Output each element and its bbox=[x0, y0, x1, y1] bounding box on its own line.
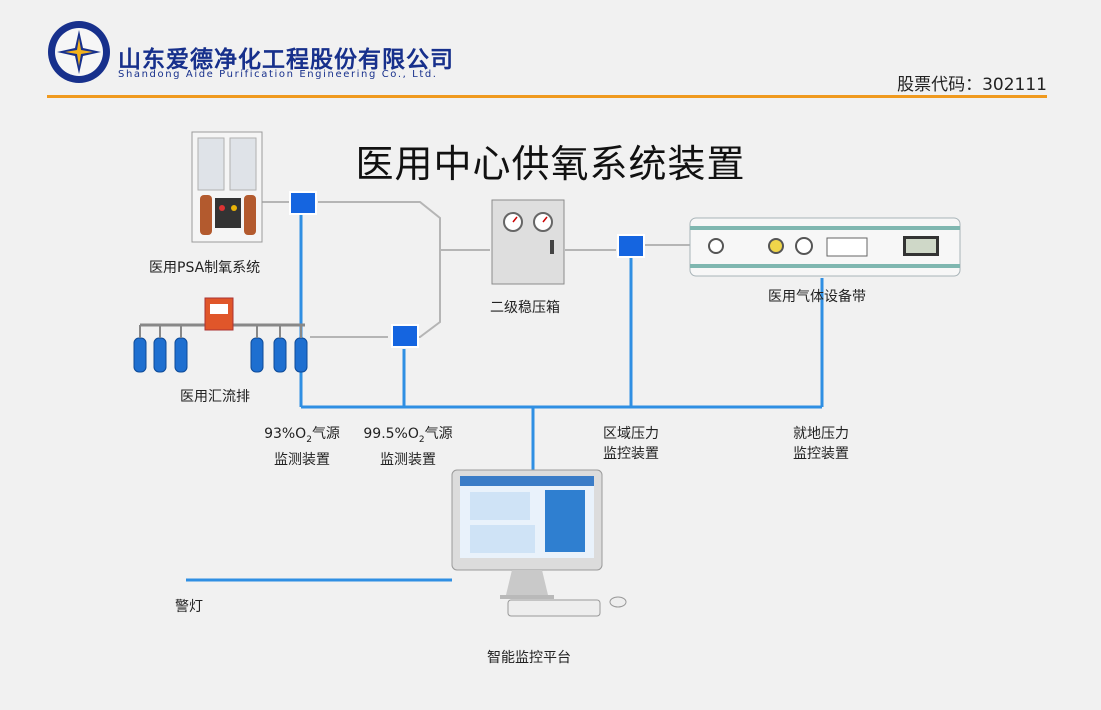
monitoring-platform-image bbox=[451, 469, 627, 617]
company-name-cn: 山东爱德净化工程股份有限公司 bbox=[118, 47, 454, 73]
label-monitor-local: 就地压力 监控装置 bbox=[793, 426, 849, 462]
monitoring-lines bbox=[186, 214, 824, 582]
header-divider bbox=[47, 95, 1047, 98]
pipelines bbox=[260, 201, 690, 338]
label-regulator: 二级稳压箱 bbox=[490, 300, 560, 316]
stock-code: 股票代码：302111 bbox=[897, 75, 1047, 95]
label-monitor-93: 93%O2气源 监测装置 bbox=[264, 426, 340, 468]
monitor-node-995 bbox=[391, 324, 419, 348]
gas-band-image bbox=[689, 217, 961, 277]
label-manifold: 医用汇流排 bbox=[180, 389, 250, 405]
label-gas-band: 医用气体设备带 bbox=[768, 289, 866, 305]
psa-system-image bbox=[191, 131, 263, 243]
manifold-image bbox=[133, 297, 308, 373]
label-platform: 智能监控平台 bbox=[487, 650, 571, 666]
diagram-title: 医用中心供氧系统装置 bbox=[355, 142, 746, 186]
label-monitor-995: 99.5%O2气源 监测装置 bbox=[363, 426, 453, 468]
company-name-en: Shandong Aide Purification Engineering C… bbox=[118, 69, 438, 80]
label-psa: 医用PSA制氧系统 bbox=[149, 260, 261, 276]
regulator-box-image bbox=[491, 199, 565, 285]
label-monitor-regional: 区域压力 监控装置 bbox=[603, 426, 659, 462]
monitor-node-regional bbox=[617, 234, 645, 258]
company-logo bbox=[48, 21, 110, 83]
monitor-node-93 bbox=[289, 191, 317, 215]
label-alarm: 警灯 bbox=[175, 599, 203, 615]
